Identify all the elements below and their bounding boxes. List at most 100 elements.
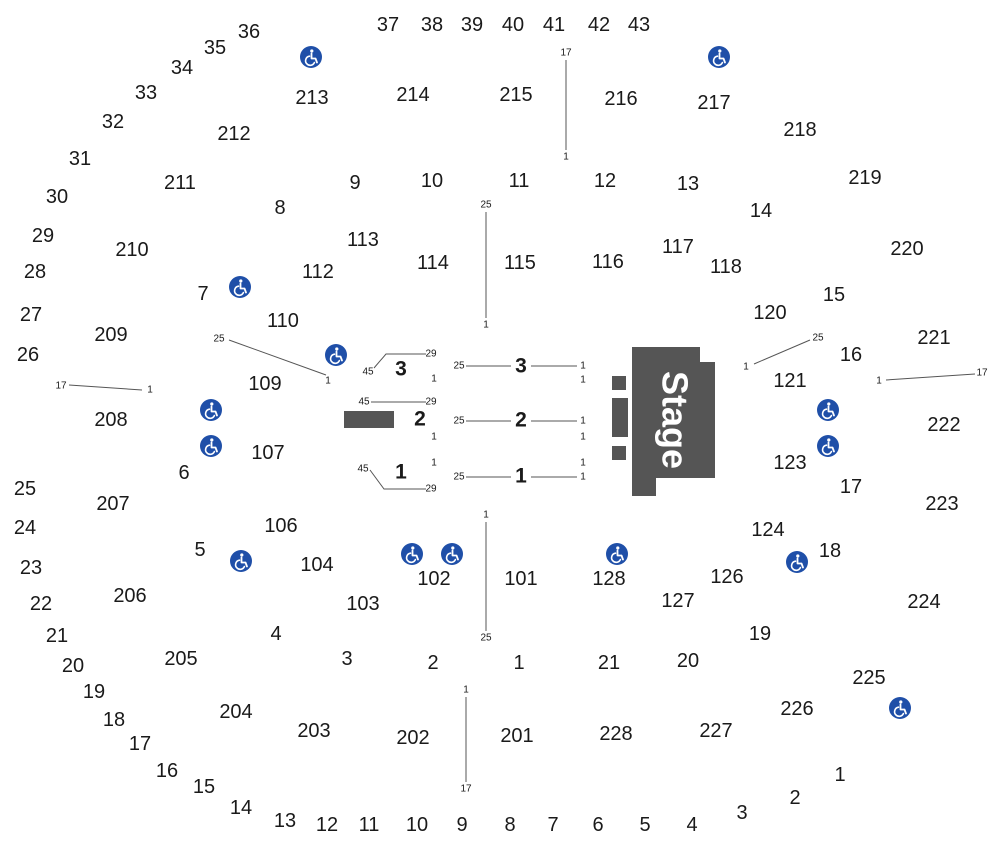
section-label[interactable]: 219 <box>848 167 881 189</box>
section-label[interactable]: 18 <box>103 709 125 731</box>
section-label[interactable]: 12 <box>594 170 616 192</box>
section-label[interactable]: 218 <box>783 119 816 141</box>
section-label[interactable]: 19 <box>83 681 105 703</box>
section-label[interactable]: 11 <box>359 814 380 836</box>
pit-section-label[interactable]: 3 <box>515 355 527 378</box>
section-label[interactable]: 22 <box>30 593 52 615</box>
section-label[interactable]: 9 <box>456 814 467 836</box>
section-label[interactable]: 104 <box>300 554 333 576</box>
section-label[interactable]: 211 <box>164 172 196 194</box>
section-label[interactable]: 213 <box>295 87 328 109</box>
section-label[interactable]: 212 <box>217 123 250 145</box>
section-label[interactable]: 2 <box>427 652 438 674</box>
section-label[interactable]: 120 <box>753 302 786 324</box>
section-label[interactable]: 38 <box>421 14 443 36</box>
section-label[interactable]: 202 <box>396 727 429 749</box>
section-label[interactable]: 4 <box>686 814 697 836</box>
section-label[interactable]: 41 <box>543 14 565 36</box>
section-label[interactable]: 42 <box>588 14 610 36</box>
section-label[interactable]: 208 <box>94 409 127 431</box>
section-label[interactable]: 1 <box>513 652 524 674</box>
section-label[interactable]: 114 <box>417 252 449 274</box>
section-label[interactable]: 204 <box>219 701 252 723</box>
section-label[interactable]: 16 <box>156 760 178 782</box>
pit-section-label[interactable]: 1 <box>515 465 527 488</box>
section-label[interactable]: 215 <box>499 84 532 106</box>
section-label[interactable]: 102 <box>417 568 450 590</box>
section-label[interactable]: 27 <box>20 304 42 326</box>
section-label[interactable]: 17 <box>129 733 151 755</box>
section-label[interactable]: 11 <box>509 170 530 192</box>
section-label[interactable]: 127 <box>661 590 694 612</box>
section-label[interactable]: 20 <box>677 650 699 672</box>
section-label[interactable]: 31 <box>69 148 91 170</box>
section-label[interactable]: 13 <box>274 810 296 832</box>
section-label[interactable]: 35 <box>204 37 226 59</box>
section-label[interactable]: 116 <box>592 251 624 273</box>
section-label[interactable]: 217 <box>697 92 730 114</box>
section-label[interactable]: 16 <box>840 344 862 366</box>
section-label[interactable]: 207 <box>96 493 129 515</box>
section-label[interactable]: 37 <box>377 14 399 36</box>
section-label[interactable]: 226 <box>780 698 813 720</box>
pit-section-label[interactable]: 1 <box>395 461 407 484</box>
section-label[interactable]: 3 <box>736 802 747 824</box>
section-label[interactable]: 223 <box>925 493 958 515</box>
section-label[interactable]: 20 <box>62 655 84 677</box>
section-label[interactable]: 110 <box>267 310 299 332</box>
section-label[interactable]: 106 <box>264 515 297 537</box>
section-label[interactable]: 124 <box>751 519 784 541</box>
section-label[interactable]: 2 <box>789 787 800 809</box>
section-label[interactable]: 3 <box>341 648 352 670</box>
section-label[interactable]: 209 <box>94 324 127 346</box>
section-label[interactable]: 117 <box>662 236 694 258</box>
section-label[interactable]: 6 <box>178 462 189 484</box>
section-label[interactable]: 221 <box>917 327 950 349</box>
section-label[interactable]: 7 <box>547 814 558 836</box>
section-label[interactable]: 214 <box>396 84 429 106</box>
section-label[interactable]: 9 <box>349 172 360 194</box>
section-label[interactable]: 19 <box>749 623 771 645</box>
section-label[interactable]: 17 <box>840 476 862 498</box>
section-label[interactable]: 13 <box>677 173 699 195</box>
section-label[interactable]: 23 <box>20 557 42 579</box>
section-label[interactable]: 10 <box>406 814 428 836</box>
section-label[interactable]: 5 <box>194 539 205 561</box>
section-label[interactable]: 43 <box>628 14 650 36</box>
section-label[interactable]: 115 <box>504 252 536 274</box>
section-label[interactable]: 10 <box>421 170 443 192</box>
section-label[interactable]: 126 <box>710 566 743 588</box>
section-label[interactable]: 15 <box>193 776 215 798</box>
section-label[interactable]: 29 <box>32 225 54 247</box>
section-label[interactable]: 227 <box>699 720 732 742</box>
section-label[interactable]: 206 <box>113 585 146 607</box>
section-label[interactable]: 118 <box>710 256 742 278</box>
section-label[interactable]: 25 <box>14 478 36 500</box>
section-label[interactable]: 216 <box>604 88 637 110</box>
section-label[interactable]: 33 <box>135 82 157 104</box>
pit-section-label[interactable]: 2 <box>414 408 426 431</box>
section-label[interactable]: 15 <box>823 284 845 306</box>
section-label[interactable]: 14 <box>230 797 252 819</box>
section-label[interactable]: 12 <box>316 814 338 836</box>
section-label[interactable]: 28 <box>24 261 46 283</box>
section-label[interactable]: 225 <box>852 667 885 689</box>
section-label[interactable]: 4 <box>270 623 281 645</box>
section-label[interactable]: 109 <box>248 373 281 395</box>
section-label[interactable]: 224 <box>907 591 940 613</box>
section-label[interactable]: 220 <box>890 238 923 260</box>
section-label[interactable]: 203 <box>297 720 330 742</box>
section-label[interactable]: 5 <box>639 814 650 836</box>
section-label[interactable]: 1 <box>834 764 845 786</box>
section-label[interactable]: 205 <box>164 648 197 670</box>
section-label[interactable]: 113 <box>347 229 379 251</box>
section-label[interactable]: 8 <box>274 197 285 219</box>
section-label[interactable]: 34 <box>171 57 193 79</box>
section-label[interactable]: 123 <box>773 452 806 474</box>
section-label[interactable]: 18 <box>819 540 841 562</box>
section-label[interactable]: 32 <box>102 111 124 133</box>
section-label[interactable]: 21 <box>46 625 68 647</box>
section-label[interactable]: 103 <box>346 593 379 615</box>
section-label[interactable]: 40 <box>502 14 524 36</box>
section-label[interactable]: 39 <box>461 14 483 36</box>
